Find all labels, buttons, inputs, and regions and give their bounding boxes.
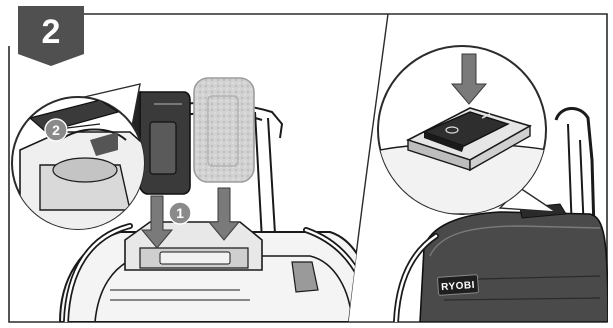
- panel-divider: [348, 14, 388, 322]
- magnifier-right: [378, 46, 556, 214]
- step-badge: 2: [18, 6, 84, 66]
- callout-2-label: 2: [52, 122, 60, 138]
- step-number: 2: [42, 13, 61, 51]
- radio-body: [60, 222, 376, 322]
- radio-body-right: RYOBI: [396, 204, 608, 322]
- battery-pack-ghost: [194, 78, 254, 182]
- callout-1-marker: 1: [169, 202, 191, 224]
- brand-logo-text: RYOBI: [441, 280, 475, 293]
- brand-logo: RYOBI: [437, 275, 478, 296]
- magnifier-left: 2: [12, 84, 150, 232]
- callout-1-label: 1: [176, 205, 184, 221]
